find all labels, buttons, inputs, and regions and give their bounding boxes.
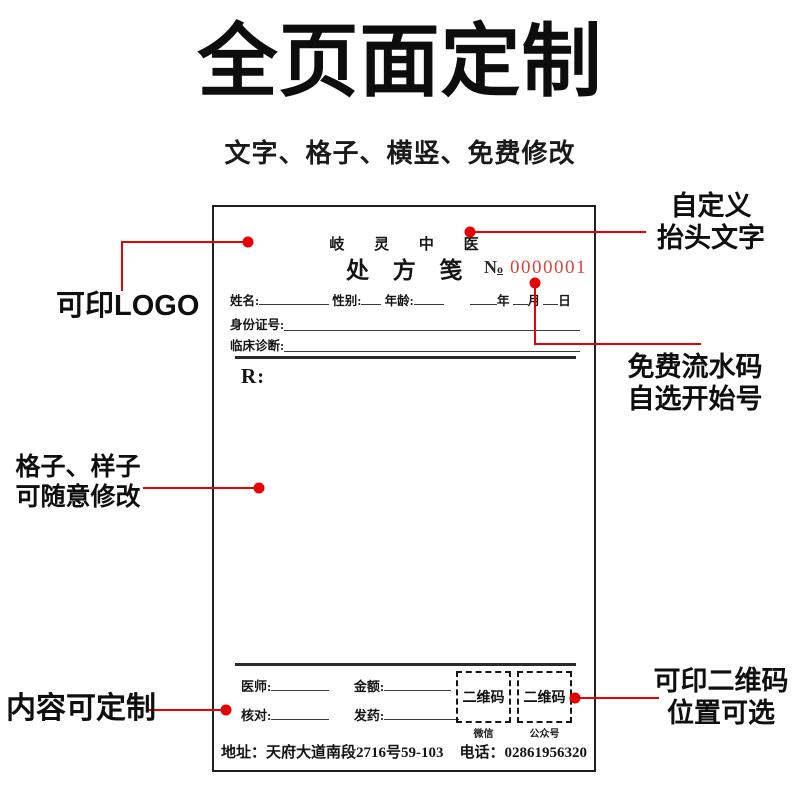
age-label: 年龄: — [384, 294, 414, 308]
name-label: 姓名: — [230, 294, 260, 308]
patient-info-row: 姓名: 性别: 年龄: 年 月 日 — [230, 290, 580, 309]
year-label: 年 — [497, 294, 510, 308]
diagnosis-row: 临床诊断: — [230, 335, 580, 354]
amount-blank — [384, 690, 452, 691]
prescription-form: 岐 灵 中 医 处 方 笺 No 0000001 姓名: 性别: 年龄: 年 月 … — [212, 205, 596, 772]
qr-area: 二维码 微信 二维码 公众号 — [456, 671, 572, 740]
callout-grid-line1: 格子、样子 — [15, 453, 141, 481]
id-number-label: 身份证号: — [230, 318, 285, 332]
callout-logo: 可印LOGO — [56, 290, 200, 322]
name-blank — [259, 304, 330, 305]
qr-public-col: 二维码 公众号 — [517, 671, 572, 740]
qr-placeholder-wechat: 二维码 — [456, 671, 511, 723]
qr-wechat-col: 二维码 微信 — [456, 671, 511, 740]
year-blank — [470, 304, 498, 305]
day-blank — [543, 304, 559, 305]
serial-number: 0000001 — [510, 257, 587, 278]
callout-serial-line2: 自选开始号 — [627, 384, 763, 415]
callout-content: 内容可定制 — [6, 692, 156, 725]
serial-prefix-o: o — [497, 262, 503, 276]
age-blank — [413, 304, 444, 305]
amount-label: 金额: — [353, 679, 385, 694]
dispenser-label: 发药: — [353, 708, 385, 723]
rx-symbol: R: — [241, 364, 266, 388]
callout-serial: 免费流水码 自选开始号 — [615, 351, 775, 416]
doctor-label: 医师: — [241, 679, 272, 694]
footer-address: 地址：天府大道南段2716号59-103 — [220, 745, 444, 761]
callout-grid-line2: 可随意修改 — [15, 483, 141, 511]
diagnosis-label: 临床诊断: — [230, 339, 285, 353]
serial-prefix: N — [484, 257, 497, 277]
separator-top — [235, 356, 576, 359]
qr-caption-wechat: 微信 — [473, 729, 494, 740]
callout-header-line1: 自定义 — [670, 191, 752, 221]
month-blank — [512, 304, 528, 305]
callout-header: 自定义 抬头文字 — [638, 190, 784, 255]
id-number-row: 身份证号: — [230, 314, 580, 333]
checker-row: 核对: 发药: — [241, 705, 460, 724]
footer-phone: 电话：02861956320 — [459, 745, 587, 761]
page-subtitle: 文字、格子、横竖、免费修改 — [224, 138, 576, 168]
qr-placeholder-public: 二维码 — [517, 671, 572, 723]
callout-grid: 格子、样子 可随意修改 — [12, 452, 144, 512]
diagnosis-blank — [284, 335, 580, 352]
checker-blank — [271, 719, 330, 720]
form-footer: 地址：天府大道南段2716号59-103 电话：02861956320 — [214, 741, 594, 762]
gender-label: 性别: — [332, 294, 362, 308]
doctor-blank — [271, 690, 330, 691]
clinic-name: 岐 灵 中 医 — [329, 237, 492, 253]
serial-number-block: No 0000001 — [484, 257, 587, 279]
gender-blank — [361, 304, 382, 305]
qr-caption-public: 公众号 — [529, 729, 560, 740]
separator-bottom — [235, 663, 576, 666]
doctor-row: 医师: 金额: — [241, 676, 452, 695]
callout-serial-line1: 免费流水码 — [627, 352, 763, 382]
page-title: 全页面定制 — [197, 17, 603, 106]
checker-label: 核对: — [241, 708, 272, 723]
form-title: 处 方 笺 — [346, 258, 472, 283]
dispenser-blank — [384, 719, 460, 720]
callout-qr: 可印二维码 位置可选 — [648, 665, 794, 730]
callout-qr-line2: 位置可选 — [667, 698, 775, 729]
id-number-blank — [284, 314, 580, 331]
month-label: 月 — [527, 294, 541, 308]
day-label: 日 — [558, 294, 571, 308]
callout-header-line2: 抬头文字 — [657, 223, 765, 254]
callout-qr-line1: 可印二维码 — [653, 666, 789, 696]
